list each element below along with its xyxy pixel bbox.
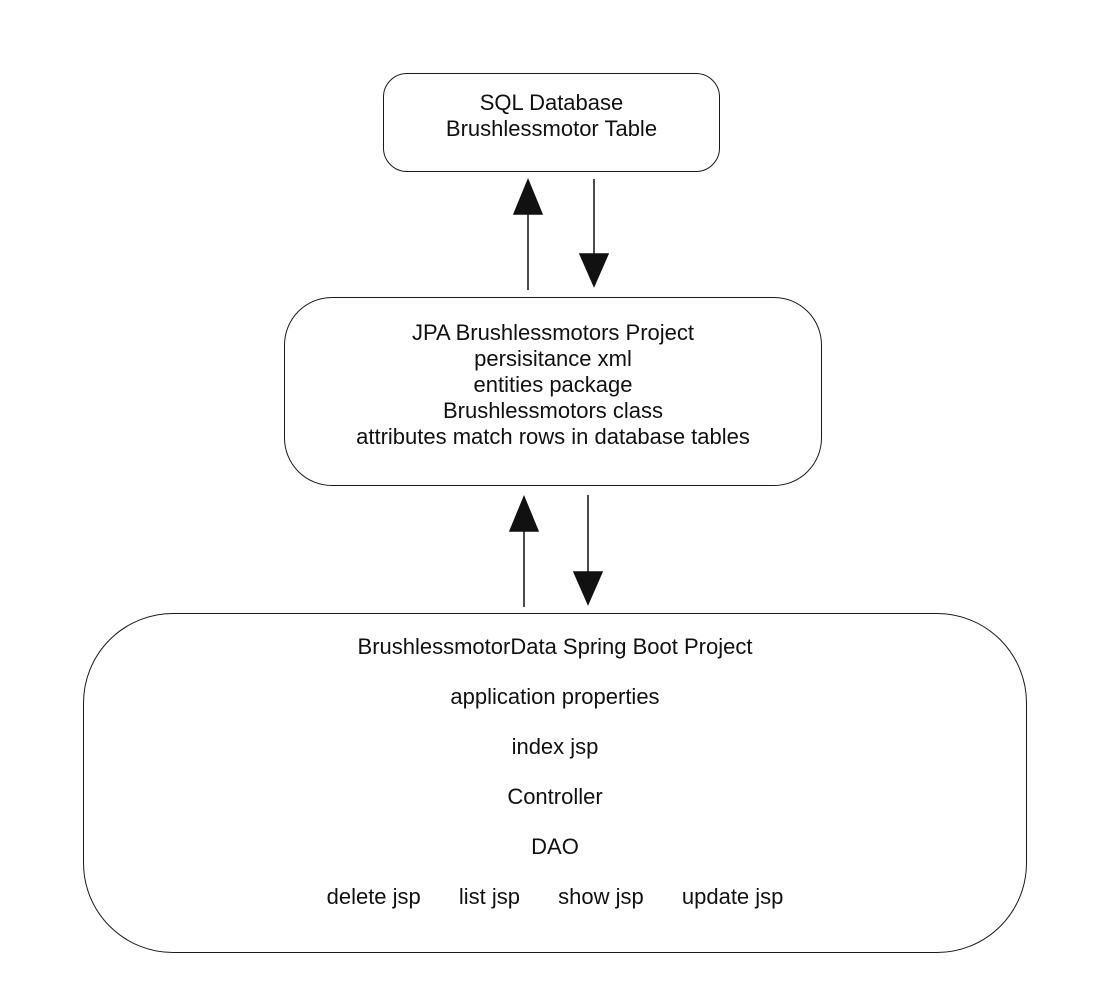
- database-title: SQL Database: [479, 90, 624, 115]
- entity-class-label: Brushlessmotors class: [442, 398, 664, 423]
- application-properties-label: application properties: [450, 684, 660, 709]
- sql-database-box: SQL Database Brushlessmotor Table: [383, 73, 720, 172]
- arrow-boot-to-jpa: [508, 495, 540, 607]
- list-jsp-label: list jsp: [458, 884, 521, 909]
- update-jsp-label: update jsp: [681, 884, 784, 909]
- entities-package-label: entities package: [473, 372, 633, 397]
- arrow-database-to-jpa: [578, 179, 610, 288]
- jpa-project-title: JPA Brushlessmotors Project: [411, 320, 695, 345]
- attributes-note: attributes match rows in database tables: [356, 424, 750, 449]
- database-table-label: Brushlessmotor Table: [445, 116, 658, 141]
- index-jsp-label: index jsp: [511, 734, 599, 759]
- dao-label: DAO: [531, 834, 579, 859]
- persistence-xml-label: persisitance xml: [474, 346, 632, 371]
- arrow-jpa-to-boot: [572, 495, 604, 606]
- jsp-files-row: delete jsp list jsp show jsp update jsp: [84, 884, 1026, 934]
- delete-jsp-label: delete jsp: [326, 884, 421, 909]
- controller-label: Controller: [507, 784, 603, 809]
- spring-boot-project-box: BrushlessmotorData Spring Boot Project a…: [83, 613, 1027, 953]
- show-jsp-label: show jsp: [558, 884, 644, 909]
- arrow-jpa-to-database: [512, 178, 544, 290]
- jpa-project-box: JPA Brushlessmotors Project persisitance…: [284, 297, 822, 486]
- spring-boot-project-title: BrushlessmotorData Spring Boot Project: [357, 634, 753, 659]
